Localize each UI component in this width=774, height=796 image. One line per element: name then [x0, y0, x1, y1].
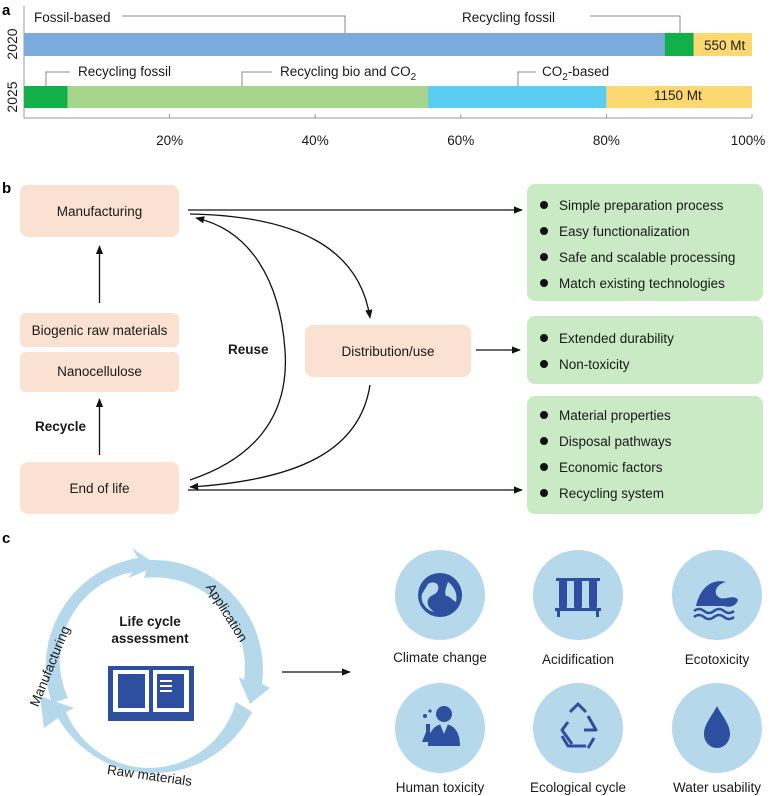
panel-a-x-ticks: 20% 40% 60% 80% 100% — [156, 114, 765, 148]
annotation-recycling-fossil-2020: Recycling fossil — [462, 10, 555, 25]
leader-recycling-bio — [241, 71, 272, 86]
bullet-dot — [540, 489, 548, 497]
bar-segment-2025-0 — [24, 86, 68, 108]
end-of-life-box — [20, 462, 179, 514]
biogenic-label: Biogenic raw materials — [32, 323, 168, 338]
leader-co2-based — [517, 71, 536, 86]
globe-icon — [418, 573, 462, 617]
impact-label-ecotoxicity: Ecotoxicity — [685, 652, 750, 667]
arc-application — [144, 559, 270, 704]
open-book-icon — [108, 666, 194, 721]
annotation-co2-based: CO2-based — [542, 64, 609, 83]
bullet-dot — [540, 437, 548, 445]
annotation-recycling-bio-co2: Recycling bio and CO2 — [280, 64, 417, 83]
annotation-recycling-fossil-2025: Recycling fossil — [78, 64, 171, 79]
lca-title-line1: Life cycle — [119, 614, 181, 629]
total-label-2020: 550 Mt — [704, 38, 746, 53]
bar-segment-2025-3 — [606, 86, 752, 108]
bullet-dot — [540, 411, 548, 419]
bullet-dot — [540, 360, 548, 368]
x-tick-label-0: 20% — [156, 133, 183, 148]
lca-title-line2: assessment — [111, 631, 189, 646]
impact-label-water-usability: Water usability — [673, 780, 761, 795]
curve-reuse-end-to-manufacturing — [189, 216, 287, 481]
x-tick-label-2: 60% — [447, 133, 474, 148]
recycle-icon — [560, 702, 598, 749]
bullet-item: Simple preparation process — [559, 198, 724, 213]
manufacturing-box — [20, 185, 179, 237]
bullet-dot — [540, 279, 548, 287]
impact-label-climate-change: Climate change — [393, 650, 487, 665]
end-of-life-criteria-box — [527, 396, 763, 514]
bar-row-2025 — [24, 86, 752, 108]
curve-manufacturing-to-distribution — [189, 213, 373, 319]
curve-distribution-to-end — [189, 384, 371, 491]
panel-c-life-cycle: Manufacturing Application Raw materials … — [27, 548, 762, 795]
nanocellulose-label: Nanocellulose — [57, 364, 142, 379]
bullet-item: Non-toxicity — [559, 357, 630, 372]
bar-segment-2025-2 — [428, 86, 607, 108]
reuse-label: Reuse — [228, 342, 269, 357]
bullet-item: Material properties — [559, 408, 671, 423]
year-label-2025: 2025 — [4, 81, 20, 112]
leader-recycling-fossil-2020 — [590, 15, 681, 33]
ecotoxicity-circle — [672, 550, 762, 640]
ecological-cycle-circle — [533, 683, 623, 773]
distribution-criteria-box — [527, 316, 763, 384]
x-tick-label-3: 80% — [593, 133, 620, 148]
bullet-item: Recycling system — [559, 486, 664, 501]
bullet-item: Economic factors — [559, 460, 663, 475]
x-tick-label-4: 100% — [731, 133, 766, 148]
arc-raw-materials — [40, 696, 252, 774]
bullet-dot — [540, 463, 548, 471]
test-tubes-icon — [555, 578, 601, 617]
annotation-fossil-based: Fossil-based — [34, 10, 111, 25]
wave-icon — [693, 581, 738, 621]
bullet-item: Disposal pathways — [559, 434, 672, 449]
year-label-2020: 2020 — [4, 28, 20, 59]
life-cycle-ring — [40, 548, 270, 774]
end-of-life-label: End of life — [69, 481, 129, 496]
x-tick-label-1: 40% — [302, 133, 329, 148]
panel-letter-a: a — [2, 2, 11, 19]
impact-label-acidification: Acidification — [542, 652, 614, 667]
bar-segment-2020-2 — [693, 33, 752, 56]
impact-label-ecological-cycle: Ecological cycle — [530, 780, 626, 795]
manufacturing-label: Manufacturing — [57, 204, 143, 219]
bullet-item: Match existing technologies — [559, 276, 725, 291]
bullet-item: Extended durability — [559, 331, 674, 346]
recycle-label: Recycle — [35, 419, 87, 434]
bullet-dot — [540, 227, 548, 235]
panel-letter-b: b — [2, 180, 11, 197]
impact-label-human-toxicity: Human toxicity — [396, 780, 485, 795]
distribution-label: Distribution/use — [341, 344, 434, 359]
bullet-dot — [540, 253, 548, 261]
panel-letter-c: c — [2, 530, 10, 547]
leader-fossil-based — [122, 15, 346, 33]
total-label-2025: 1150 Mt — [654, 88, 702, 103]
bullet-dot — [540, 201, 548, 209]
bar-segment-2020-0 — [24, 33, 665, 56]
arc-manufacturing — [45, 548, 158, 703]
panel-a-bar-chart: 20% 40% 60% 80% 100% 2020 2025 550 Mt 1150 M… — [4, 6, 765, 148]
biogenic-box — [20, 313, 179, 347]
panel-b-flow-diagram: Manufacturing Biogenic raw materials Nan… — [20, 184, 763, 514]
leader-recycling-fossil-2025 — [45, 71, 70, 86]
bar-segment-2020-1 — [664, 33, 694, 56]
scientist-icon — [422, 706, 460, 746]
bar-segment-2025-1 — [67, 86, 429, 108]
distribution-box — [305, 325, 471, 377]
water-drop-icon — [704, 706, 730, 748]
bar-row-2020 — [24, 33, 752, 56]
bullet-item: Safe and scalable processing — [559, 250, 735, 265]
nanocellulose-box — [20, 352, 179, 392]
bullet-dot — [540, 334, 548, 342]
bullet-item: Easy functionalization — [559, 224, 690, 239]
manufacturing-criteria-box — [527, 184, 763, 301]
